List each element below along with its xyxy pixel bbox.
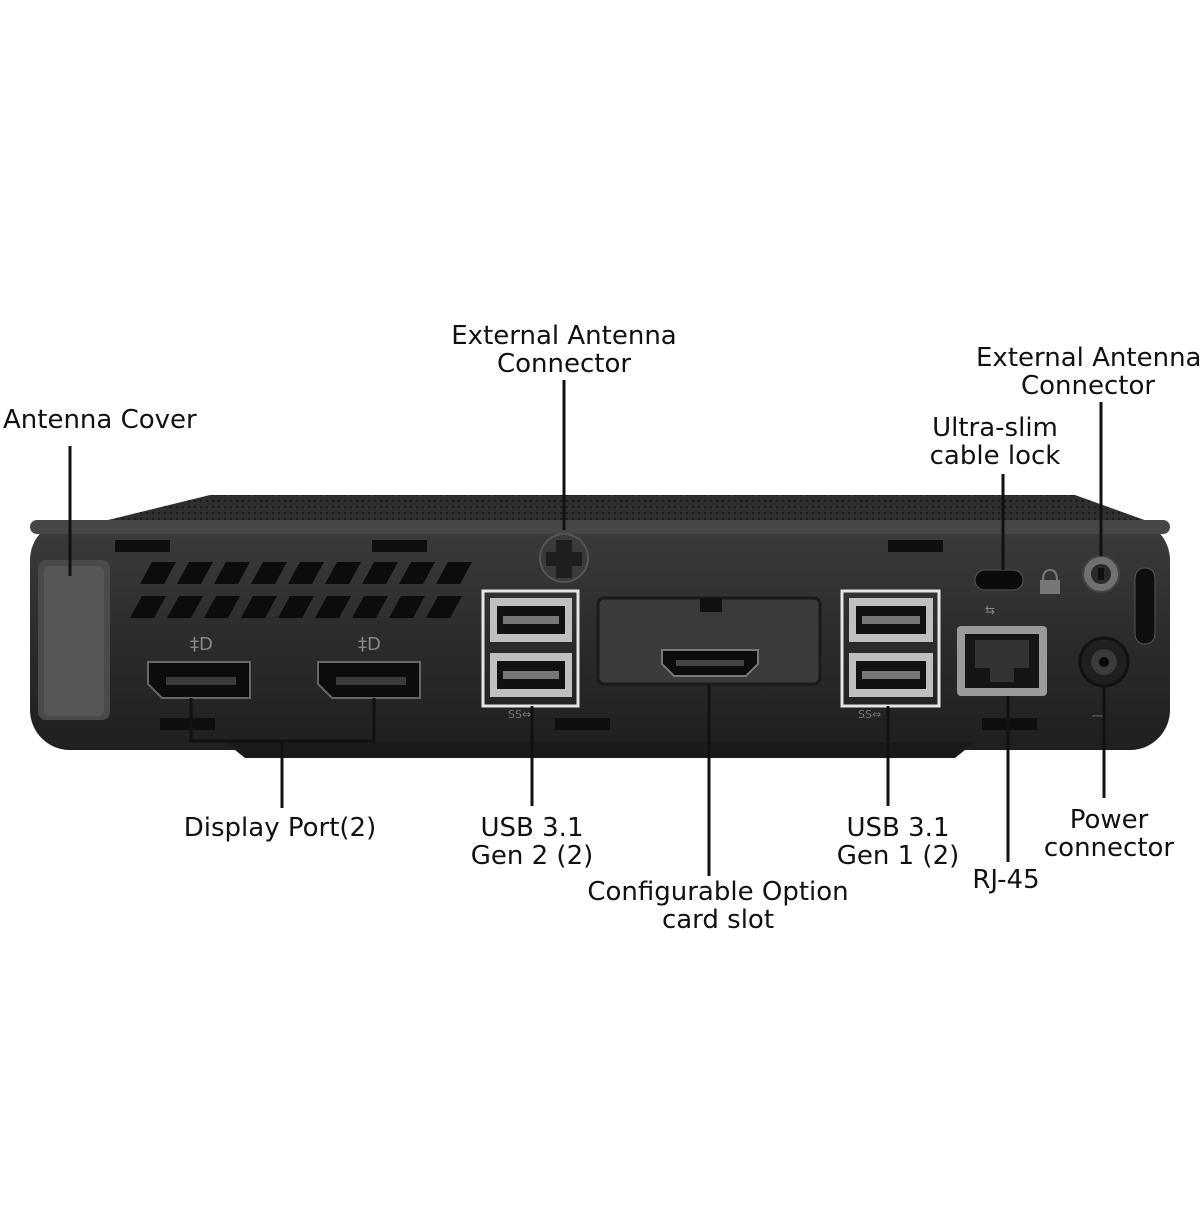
label-power: Power connector xyxy=(1034,806,1184,862)
label-text: External Antenna xyxy=(451,321,677,351)
usb-gen2-group: SS⇔ xyxy=(481,589,580,721)
chassis-top-edge xyxy=(30,520,1170,534)
label-text: Gen 2 (2) xyxy=(470,841,594,871)
vent-slat xyxy=(352,596,388,618)
top-slot xyxy=(888,540,943,552)
label-option-slot: Configurable Option card slot xyxy=(580,878,856,934)
chassis-top-vent xyxy=(100,495,1150,522)
label-text: USB 3.1 xyxy=(480,813,584,843)
vent-slat xyxy=(325,562,361,584)
label-antenna-cover: Antenna Cover xyxy=(3,406,197,434)
vent-slat xyxy=(278,596,314,618)
label-text: Ultra-slim xyxy=(932,413,1058,443)
vent-slat xyxy=(204,596,240,618)
vent-slat xyxy=(177,562,213,584)
bottom-slot xyxy=(160,718,215,730)
vent-grille xyxy=(130,562,472,618)
vent-slat xyxy=(167,596,203,618)
label-external-antenna-right: External Antenna Connector xyxy=(976,344,1200,400)
svg-text:SS⇔: SS⇔ xyxy=(858,708,881,721)
antenna-cover xyxy=(38,560,110,720)
displayport-icon: ‡D xyxy=(358,634,381,655)
label-text: connector xyxy=(1043,833,1175,863)
top-slot xyxy=(372,540,427,552)
power-connector: ⎓ xyxy=(1078,636,1130,724)
leader-lines xyxy=(68,380,1106,876)
displayport-icon: ‡D xyxy=(190,634,213,655)
vent-slat xyxy=(362,562,398,584)
label-text: Connector xyxy=(1020,371,1156,401)
label-usb-gen1: USB 3.1 Gen 1 (2) xyxy=(818,814,978,870)
vent-slat xyxy=(315,596,351,618)
svg-text:SS⇔: SS⇔ xyxy=(508,708,531,721)
vent-slat xyxy=(426,596,462,618)
external-antenna-connector-center xyxy=(539,533,589,583)
vent-slat xyxy=(214,562,250,584)
vent-slat xyxy=(399,562,435,584)
rj45-port: ⇆ xyxy=(957,603,1047,696)
label-text: Display Port(2) xyxy=(183,813,377,843)
label-text: USB 3.1 xyxy=(846,813,950,843)
label-cable-lock: Ultra-slim cable lock xyxy=(915,414,1075,470)
vent-slat xyxy=(241,596,277,618)
label-external-antenna-center: External Antenna Connector xyxy=(444,322,684,378)
label-text: External Antenna xyxy=(976,343,1200,373)
bottom-slot xyxy=(555,718,610,730)
displayport-2: ‡D xyxy=(317,634,421,699)
vent-slat xyxy=(436,562,472,584)
external-antenna-connector-right xyxy=(1082,555,1120,593)
vent-slat xyxy=(130,596,166,618)
network-icon: ⇆ xyxy=(985,603,995,617)
side-slot xyxy=(1134,567,1156,645)
chassis-foot xyxy=(225,742,975,758)
label-text: card slot xyxy=(661,905,775,935)
label-text: Configurable Option xyxy=(587,877,849,907)
power-icon: ⎓ xyxy=(1092,708,1103,724)
label-text: cable lock xyxy=(929,441,1061,471)
vent-slat xyxy=(140,562,176,584)
label-text: RJ-45 xyxy=(972,865,1040,895)
label-display-port: Display Port(2) xyxy=(170,814,390,842)
label-text: Antenna Cover xyxy=(3,405,197,435)
label-usb-gen2: USB 3.1 Gen 2 (2) xyxy=(452,814,612,870)
label-text: Connector xyxy=(496,349,632,379)
configurable-option-card-slot xyxy=(596,596,822,686)
vent-slat xyxy=(251,562,287,584)
vent-slat xyxy=(288,562,324,584)
label-text: Power xyxy=(1069,805,1149,835)
label-rj45: RJ-45 xyxy=(958,866,1054,894)
vent-slat xyxy=(389,596,425,618)
displayport-1: ‡D xyxy=(147,634,251,699)
lock-icon xyxy=(1042,568,1058,590)
label-text: Gen 1 (2) xyxy=(836,841,960,871)
usb-gen1-group: SS⇔ xyxy=(840,589,941,721)
top-slot xyxy=(115,540,170,552)
ultra-slim-cable-lock xyxy=(974,568,1060,594)
